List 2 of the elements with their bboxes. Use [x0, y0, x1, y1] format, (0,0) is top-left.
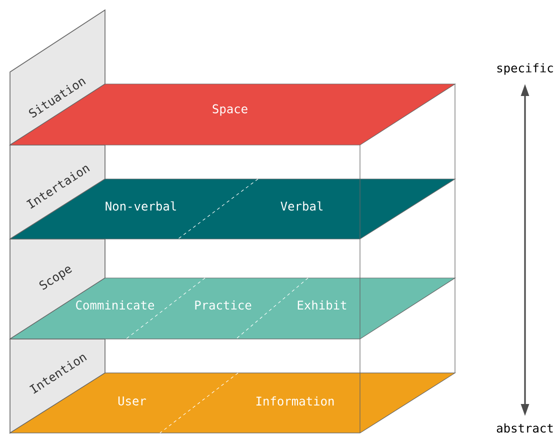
scale-label: specific [497, 63, 553, 75]
scale-label: abstract [496, 423, 553, 433]
